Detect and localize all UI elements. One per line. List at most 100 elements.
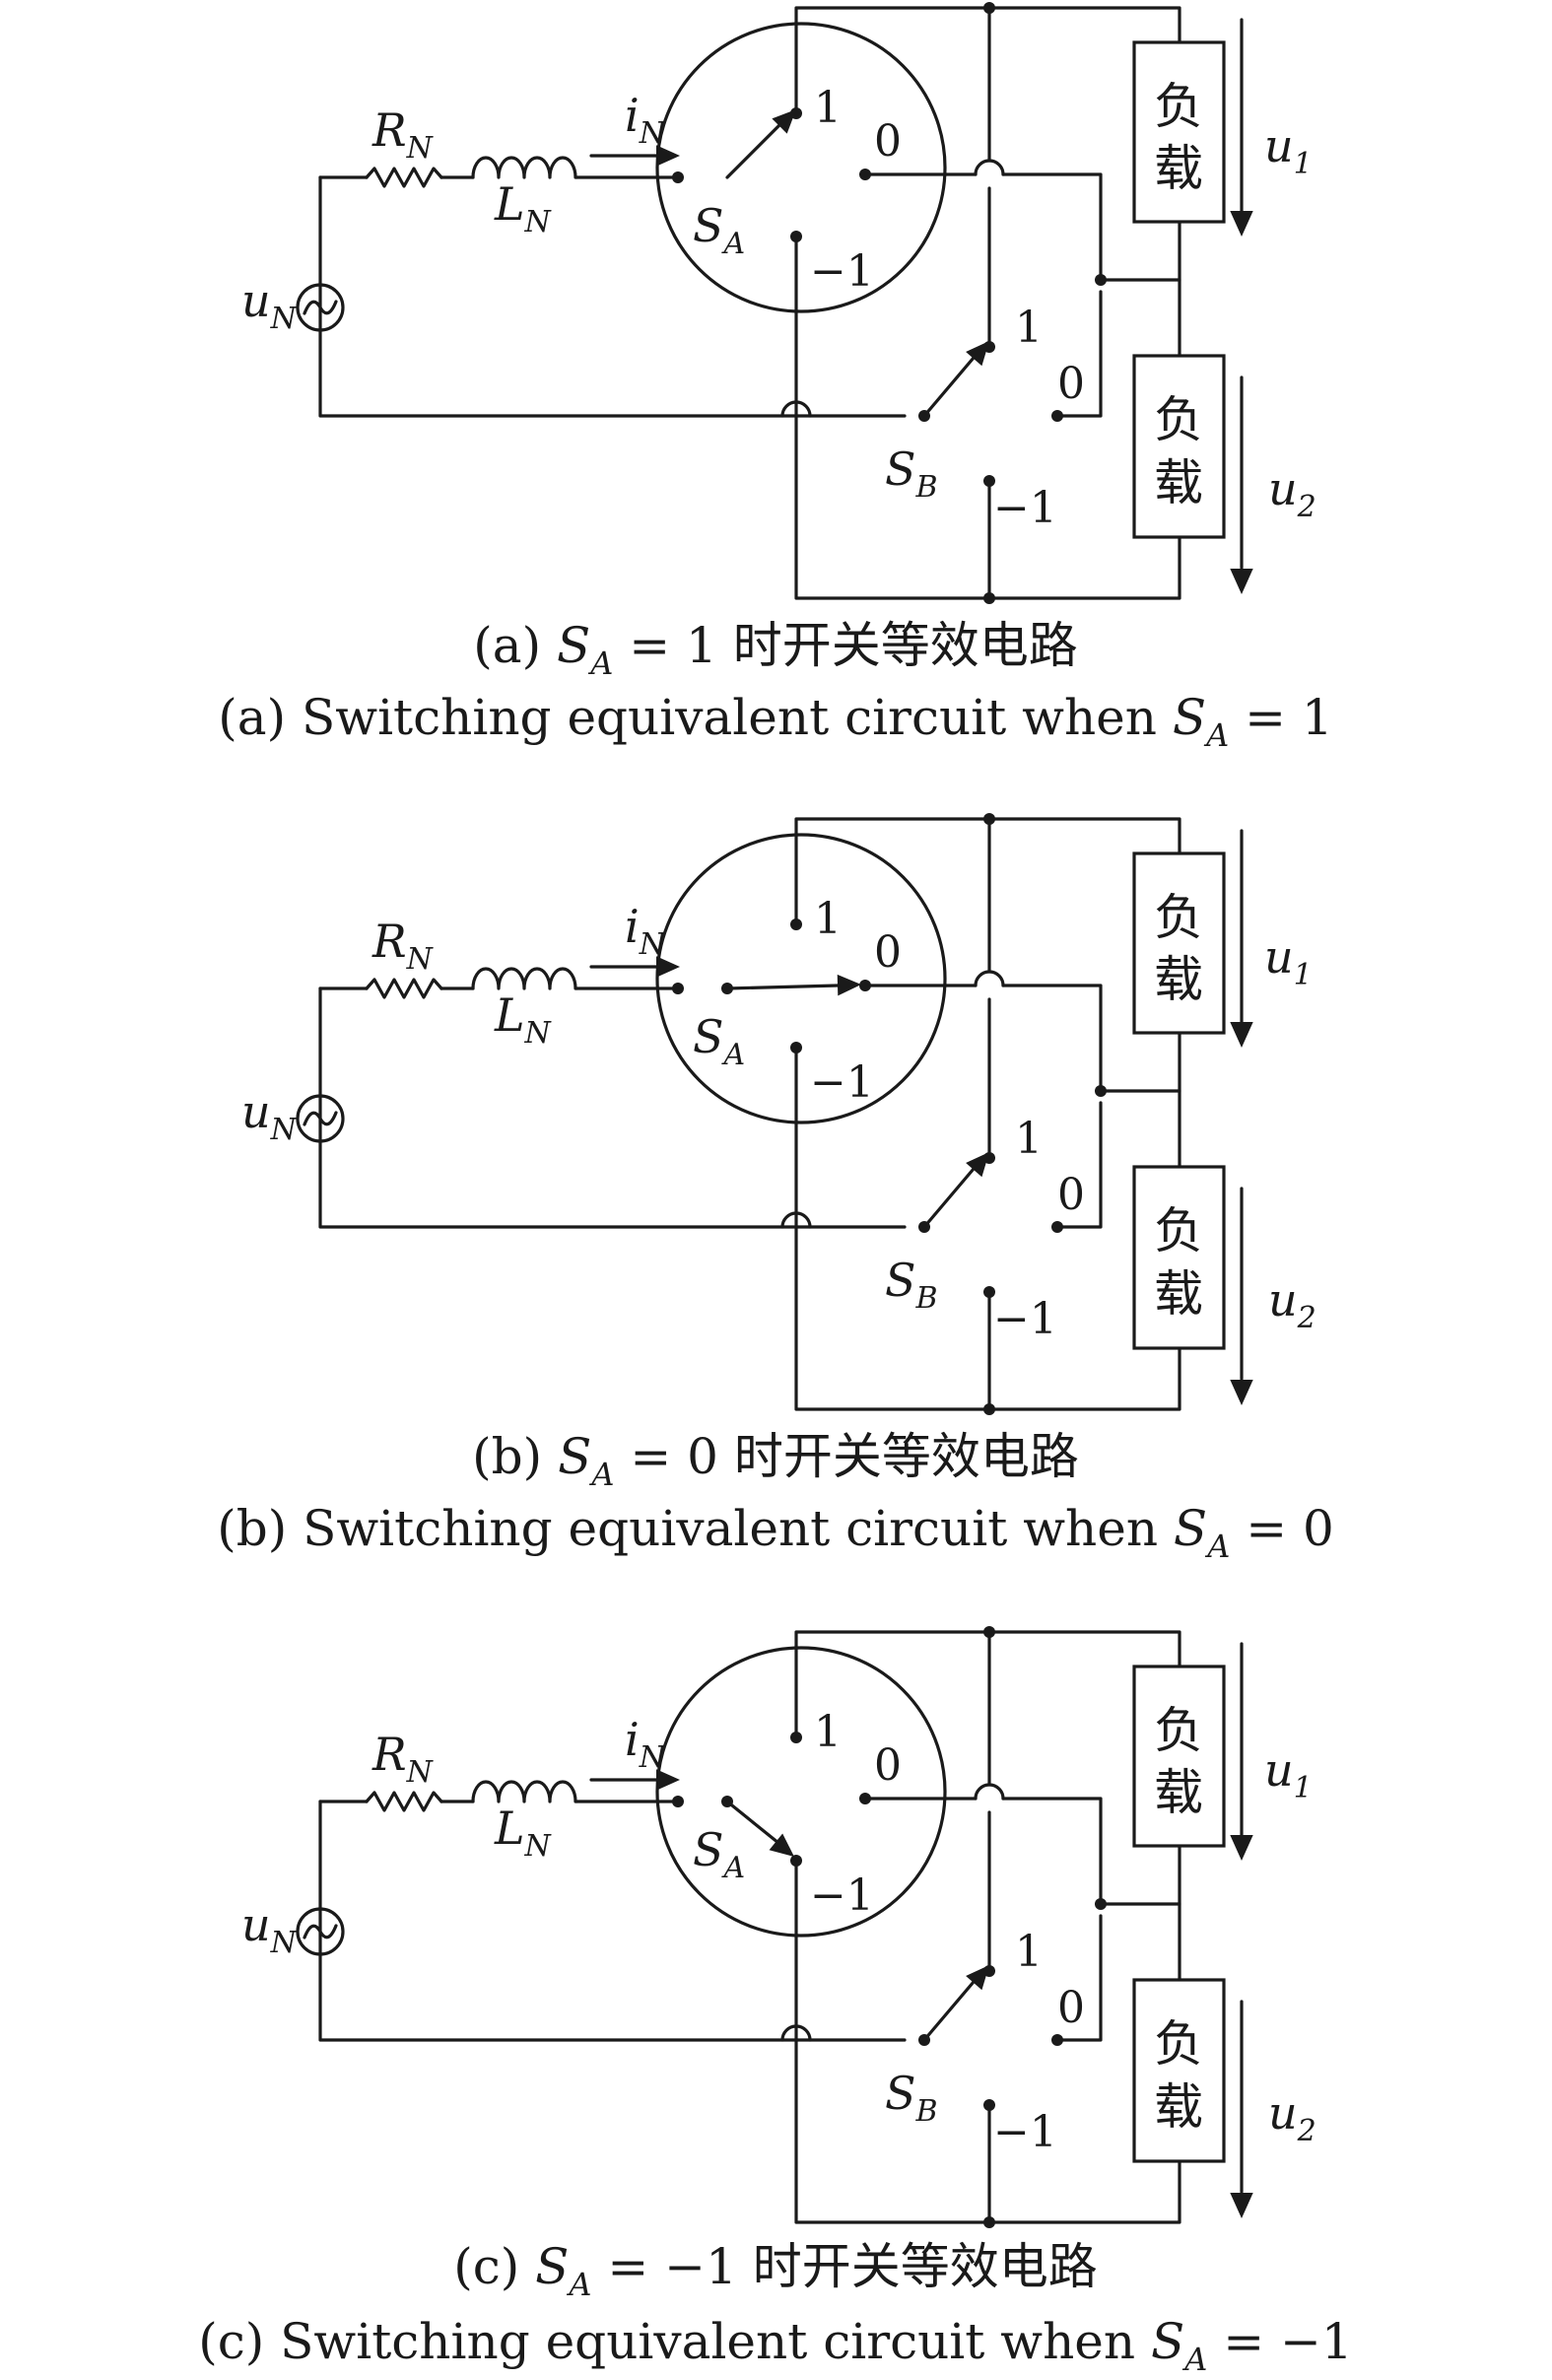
switch-a-pole-arrow [769,1833,794,1857]
junction-bottom [983,2216,995,2228]
caption-cn-2: (b) SA = 0 时开关等效电路 [472,1428,1079,1493]
source-label-main: u [241,274,271,327]
current-label-main: i [625,900,640,953]
switch-a-pole-arrow [837,974,861,996]
current-label-main: i [625,89,640,142]
voltage-1-label-sub: 1 [1294,958,1313,992]
switch-a-pole [725,984,840,990]
caption-en-2-var: S [1174,1500,1207,1557]
switch-a-label-sub: A [721,227,746,261]
voltage-2-label-main: u [1268,1273,1298,1326]
caption-cn-2-var: S [558,1428,591,1485]
caption-en-1: (a) Switching equivalent circuit when SA… [218,689,1332,754]
inductor-label-main: L [494,988,525,1042]
load-1-label-bottom: 载 [1154,1764,1203,1821]
voltage-1-arrow-head [1230,1835,1253,1861]
voltage-1-label: u1 [1264,119,1313,181]
switch-a-label-main: S [693,1010,724,1063]
ac-source-wave [303,1924,338,1939]
switch-a-pole [725,122,782,179]
switch-b-pos-0-label: 0 [1057,359,1085,409]
load-1-box [1132,40,1226,224]
source-label-main: u [241,1898,271,1951]
switch-a-pos-0-label: 0 [874,116,902,167]
switch-a-pos-1-label: 1 [814,1707,842,1757]
switch-b-pole-arrow [966,1152,989,1178]
switch-b-terminal-neg1 [983,2099,995,2111]
switch-b-terminal-neg1 [983,1286,995,1298]
wire-middle-upper [1099,1844,1181,1906]
switch-b-terminal-0 [1051,1221,1063,1233]
resistor-label: RN [371,103,435,166]
junction-bottom [983,1403,995,1415]
resistor-label-main: R [371,915,407,968]
voltage-2-label-sub: 2 [1297,490,1316,524]
load-2-box [1132,354,1226,539]
source-label: uN [241,274,299,336]
voltage-2-label-main: u [1268,462,1298,515]
caption-en-3-prefix: (c) Switching equivalent circuit when [198,2313,1151,2370]
switch-a-pos-1-label: 1 [814,894,842,944]
bottom-wire-left [318,986,907,1229]
crossover-hop-upper [974,159,1005,176]
caption-cn-1: (a) SA = 1 时开关等效电路 [473,617,1077,682]
switch-b-pos-0-label: 0 [1057,1983,1085,2033]
wire-0-to-middle [1001,172,1103,282]
caption-cn-3-var-sub: A [566,2266,591,2303]
switch-b-terminal-neg1 [983,475,995,487]
load-2: 负载 [1132,354,1226,539]
voltage-2-arrow-head [1230,569,1253,594]
switch-b-pos-neg1-label: −1 [993,2107,1057,2157]
inductor-label: LN [494,988,553,1051]
inductor-coils [471,967,578,990]
caption-cn-1-var-sub: A [587,645,613,682]
current-label: iN [625,1713,667,1775]
resistor-label-sub: N [406,942,435,977]
ac-source-wave [303,1111,338,1126]
switch-b-terminal-0 [1051,410,1063,422]
source-label-sub: N [270,302,299,336]
caption-en-1-rest: = 1 [1229,689,1333,746]
switch-b-label-main: S [885,442,916,496]
crossover-hop-upper [974,970,1005,987]
switch-b-label-main: S [885,2067,916,2120]
switch-b-label-sub: B [915,470,938,505]
source-label: uN [241,1085,299,1147]
switch-b-label: SB [885,442,938,505]
load-2-box [1132,1978,1226,2163]
caption-cn-1-rest: = 1 时开关等效电路 [613,617,1077,674]
voltage-1-arrow-head [1230,211,1253,237]
switch-b-label-sub: B [915,1281,938,1316]
load-2: 负载 [1132,1978,1226,2163]
caption-cn-2-rest: = 0 时开关等效电路 [614,1428,1078,1485]
bottom-wire-left [318,175,907,418]
switch-a-circle [655,833,947,1124]
wire-middle-upper [1099,1031,1181,1093]
inductor-label-sub: N [524,1016,553,1051]
inductor-label-main: L [494,1802,525,1855]
resistor-label: RN [371,1728,435,1790]
caption-cn-3-var: S [535,2238,569,2295]
caption-en-1-var: S [1173,689,1206,746]
switch-a-pos-1-label: 1 [814,83,842,133]
switch-b-pole [922,356,976,418]
junction-middle [1095,1085,1107,1097]
junction-middle [1095,274,1107,286]
caption-en-3: (c) Switching equivalent circuit when SA… [198,2313,1353,2378]
source-label-main: u [241,1085,271,1138]
current-label: iN [625,900,667,962]
switch-a-pos-0-label: 0 [874,1740,902,1791]
caption-cn-1-var: S [557,617,590,674]
switch-b-pos-1-label: 1 [1015,1927,1043,1977]
caption-cn-2-var-sub: A [588,1456,614,1493]
switch-b-pole-arrow [966,341,989,367]
source-label: uN [241,1898,299,1960]
voltage-1-label-main: u [1264,1743,1294,1797]
resistor-label-sub: N [406,131,435,166]
inductor-label-sub: N [524,1829,553,1864]
junction-bottom [983,592,995,604]
switch-b-terminal-0 [1051,2034,1063,2046]
load-1-label-top: 负 [1154,78,1203,135]
caption-cn-2-prefix: (b) [472,1428,558,1485]
